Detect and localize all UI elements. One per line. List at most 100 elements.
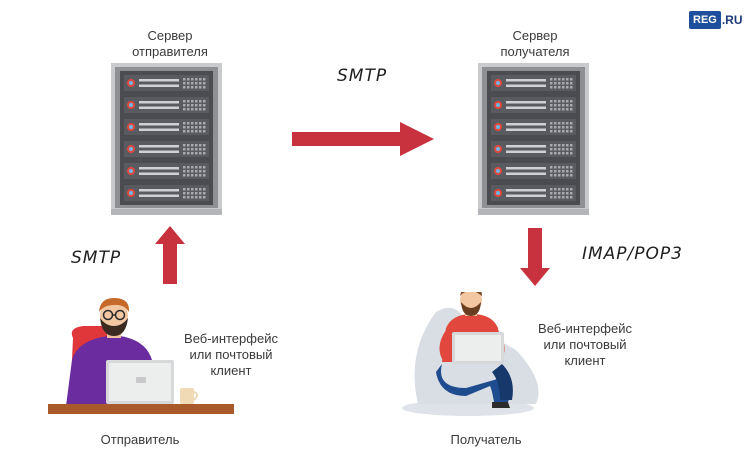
server-vent <box>562 188 565 191</box>
server-vent <box>183 104 186 107</box>
server-vent <box>566 144 569 147</box>
server-vent <box>570 86 573 89</box>
server-vent <box>183 174 186 177</box>
server-vent <box>566 126 569 129</box>
server-vent <box>187 144 190 147</box>
server-vent <box>203 82 206 85</box>
server-vent <box>562 82 565 85</box>
server-vent <box>191 82 194 85</box>
server-vent <box>554 174 557 177</box>
server-vent <box>191 152 194 155</box>
receiver-client-label: Веб-интерфейс или почтовый клиент <box>525 321 645 369</box>
server-vent <box>566 86 569 89</box>
sender-illustration <box>48 298 234 414</box>
server-slot <box>139 101 179 104</box>
server-vent <box>570 78 573 81</box>
server-vent <box>566 188 569 191</box>
server-vent <box>562 100 565 103</box>
server-vent <box>195 144 198 147</box>
server-vent <box>554 152 557 155</box>
server-vent <box>195 104 198 107</box>
server-vent <box>191 148 194 151</box>
server-vent <box>191 166 194 169</box>
server-vent <box>191 100 194 103</box>
logo-box: REG <box>689 11 721 29</box>
server-vent <box>183 108 186 111</box>
server-vent <box>554 130 557 133</box>
protocol-smtp-top: SMTP <box>337 66 388 86</box>
server-vent <box>566 122 569 125</box>
server-vent <box>183 192 186 195</box>
server-vent <box>570 130 573 133</box>
server-vent <box>566 148 569 151</box>
server-vent <box>554 192 557 195</box>
server-vent <box>566 108 569 111</box>
server-vent <box>558 104 561 107</box>
server-vent <box>562 148 565 151</box>
server-vent <box>562 192 565 195</box>
server-vent <box>566 104 569 107</box>
server-vent <box>191 108 194 111</box>
server-vent <box>203 170 206 173</box>
server-vent <box>562 196 565 199</box>
server-vent <box>554 86 557 89</box>
server-vent <box>191 188 194 191</box>
server-vent <box>183 152 186 155</box>
server-vent <box>570 196 573 199</box>
server-vent <box>550 104 553 107</box>
server-vent <box>187 126 190 129</box>
server-vent <box>187 82 190 85</box>
sender-client-line1: Веб-интерфейс <box>184 331 278 346</box>
server-slot <box>139 189 179 192</box>
sender-client-label: Веб-интерфейс или почтовый клиент <box>176 331 286 379</box>
server-vent <box>570 174 573 177</box>
server-vent <box>203 86 206 89</box>
receiver-server-line1: Сервер <box>512 28 558 43</box>
server-vent <box>203 174 206 177</box>
server-vent <box>187 174 190 177</box>
server-vent <box>195 196 198 199</box>
server-vent <box>554 122 557 125</box>
server-vent <box>566 192 569 195</box>
server-vent <box>195 82 198 85</box>
receiver-illustration <box>402 292 539 416</box>
server-vent <box>183 188 186 191</box>
server-slot <box>506 128 546 131</box>
server-vent <box>562 144 565 147</box>
server-led-core-icon <box>496 103 500 107</box>
server-vent <box>570 104 573 107</box>
server-vent <box>195 108 198 111</box>
server-vent <box>203 100 206 103</box>
server-vent <box>199 82 202 85</box>
server-vent <box>550 78 553 81</box>
server-vent <box>570 100 573 103</box>
server-slot <box>139 150 179 153</box>
server-vent <box>183 82 186 85</box>
server-vent <box>203 196 206 199</box>
server-vent <box>195 166 198 169</box>
server-vent <box>554 78 557 81</box>
server-slot <box>506 106 546 109</box>
server-vent <box>191 122 194 125</box>
server-vent <box>554 148 557 151</box>
server-vent <box>195 86 198 89</box>
sender-client-line2: или почтовый <box>189 347 273 362</box>
server-slot <box>139 79 179 82</box>
receiver-label: Получатель <box>450 432 522 447</box>
server-vent <box>187 108 190 111</box>
server-vent <box>558 166 561 169</box>
server-vent <box>566 196 569 199</box>
server-vent <box>187 170 190 173</box>
server-vent <box>550 192 553 195</box>
server-vent <box>203 122 206 125</box>
sender-server-icon <box>111 63 222 215</box>
server-vent <box>562 152 565 155</box>
server-slot <box>139 167 179 170</box>
server-vent <box>550 144 553 147</box>
server-vent <box>203 144 206 147</box>
server-vent <box>566 170 569 173</box>
server-slot <box>506 145 546 148</box>
server-vent <box>187 104 190 107</box>
server-vent <box>187 78 190 81</box>
server-vent <box>558 126 561 129</box>
